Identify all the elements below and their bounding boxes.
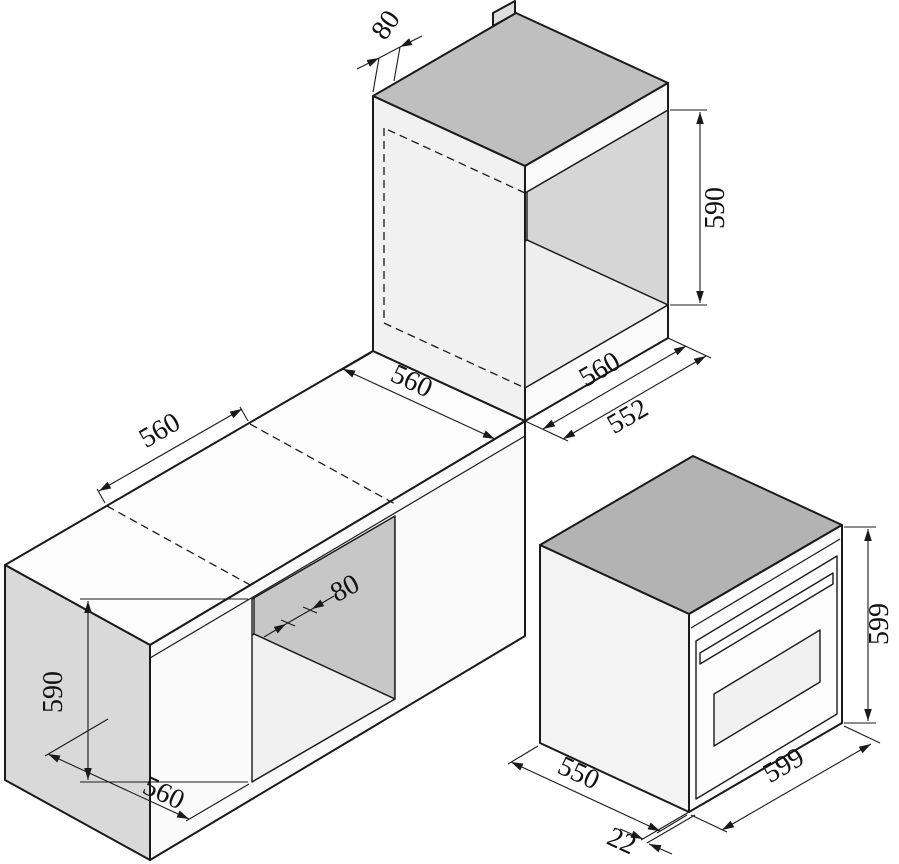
- oven-door-outline: [695, 555, 838, 800]
- dim-tall-width-inner: 552: [602, 393, 654, 441]
- oven-door-handle: [699, 572, 834, 665]
- oven-control-panel-line: [690, 538, 841, 629]
- hidden-niche-left-wall: [106, 505, 253, 587]
- dim-base-width: 560: [134, 407, 186, 455]
- base-niche-opening: [251, 515, 396, 783]
- tall-niche-opening: [524, 109, 669, 389]
- tall-cabinet: [372, 0, 669, 422]
- base-cabinet: [4, 350, 526, 861]
- hidden-niche-right-wall: [249, 423, 396, 505]
- dim-oven-height: 599: [864, 603, 895, 645]
- dim-oven-height-group: 599: [844, 526, 895, 724]
- worktop-edge-line: [149, 435, 526, 659]
- hidden-niche-edges: [383, 127, 526, 389]
- dim-tall-top-gap: 80: [365, 5, 406, 46]
- dim-base-height: 590: [38, 671, 69, 713]
- oven-door-window: [713, 629, 821, 747]
- dim-base-height-group: 590: [38, 598, 248, 783]
- oven: [539, 455, 843, 813]
- dim-tall-height-group: 590: [670, 109, 731, 306]
- dim-oven-door: 22: [602, 821, 640, 861]
- dim-tall-height: 590: [700, 187, 731, 229]
- dim-oven-door-group: 22: [602, 811, 696, 861]
